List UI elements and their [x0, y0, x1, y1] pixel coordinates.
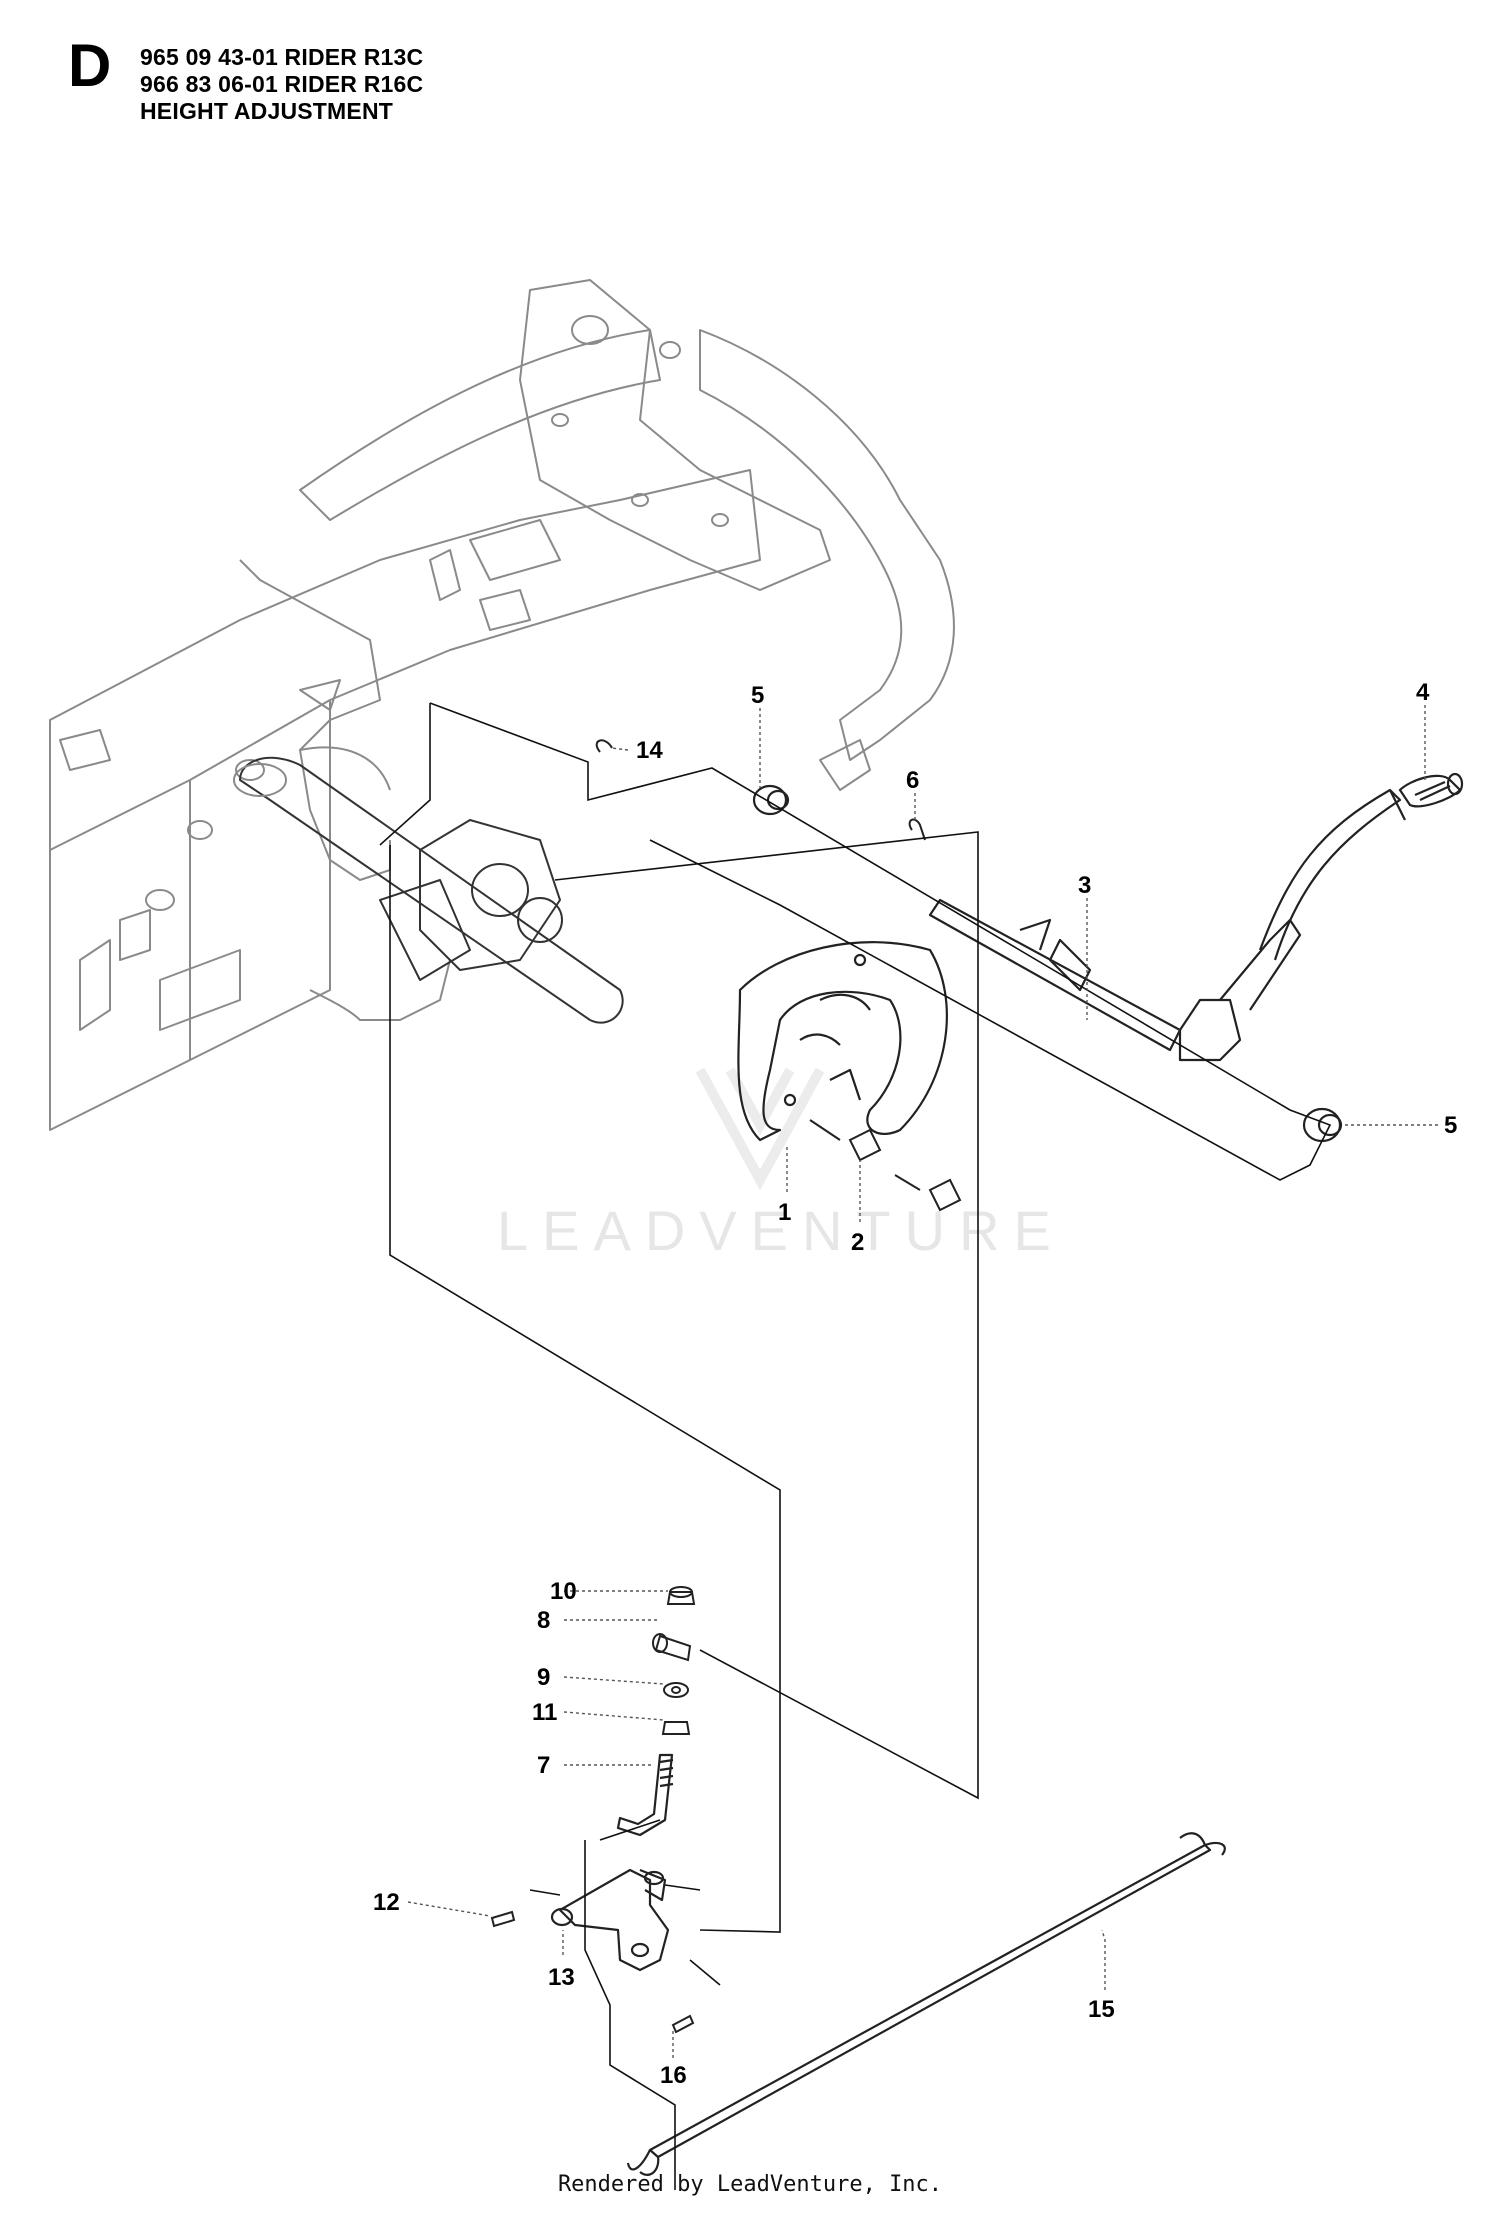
- callout-5-lower: 5: [1444, 1112, 1457, 1139]
- leader-lines: [407, 705, 1438, 2058]
- header-lines: 965 09 43-01 RIDER R13C 966 83 06-01 RID…: [140, 44, 423, 125]
- part-4-handle-grip: [1398, 772, 1464, 808]
- part-1-guide-bracket: [737, 941, 948, 1142]
- callout-9: 9: [537, 1664, 550, 1691]
- guide-lines: [379, 702, 1332, 2190]
- model-line-r16c: 966 83 06-01 RIDER R16C: [140, 71, 424, 97]
- part-15-rod: [626, 1832, 1226, 2176]
- callout-10: 10: [550, 1578, 577, 1605]
- watermark-text: LEADVENTURE: [497, 1199, 1065, 1262]
- part-3-lift-lever: [928, 788, 1406, 1062]
- diagram-header: D 965 09 43-01 RIDER R13C 966 83 06-01 R…: [68, 36, 668, 132]
- callout-8: 8: [537, 1607, 550, 1634]
- callout-2: 2: [851, 1229, 864, 1256]
- part-13-pivot-arm: [550, 1868, 670, 1972]
- callout-13: 13: [548, 1964, 575, 1991]
- part-14-clip: [595, 739, 613, 753]
- callout-5-upper: 5: [751, 682, 764, 709]
- assembly-title: HEIGHT ADJUSTMENT: [140, 98, 393, 124]
- section-letter: D: [68, 32, 112, 99]
- callout-numbers: 1 2 3 4 5 5 6 7 8 9 10 11 12 13 14 15 16: [373, 679, 1457, 2089]
- callout-16: 16: [660, 2062, 687, 2089]
- callout-1: 1: [778, 1199, 791, 1226]
- part-2-bolts: [809, 1119, 962, 1212]
- callout-6: 6: [906, 767, 919, 794]
- callout-4: 4: [1416, 679, 1430, 706]
- callout-3: 3: [1078, 872, 1091, 899]
- part-6-hairpin: [908, 818, 926, 841]
- callout-15: 15: [1088, 1996, 1115, 2023]
- parts-8-11-hardware: [652, 1586, 696, 1735]
- callout-14: 14: [636, 737, 663, 764]
- callout-12: 12: [373, 1889, 400, 1916]
- model-line-r13c: 965 09 43-01 RIDER R13C: [140, 44, 424, 70]
- callout-11: 11: [532, 1699, 557, 1726]
- footer-credit: Rendered by LeadVenture, Inc.: [557, 2172, 943, 2197]
- part-7-lift-link: [616, 1753, 674, 1837]
- callout-7: 7: [537, 1752, 550, 1779]
- parts-12-16-cotter-pins: [490, 1910, 695, 2034]
- watermark-logo: [695, 1067, 825, 1191]
- tractor-frame: [49, 279, 955, 1131]
- lift-shaft-assembly: [233, 756, 624, 1024]
